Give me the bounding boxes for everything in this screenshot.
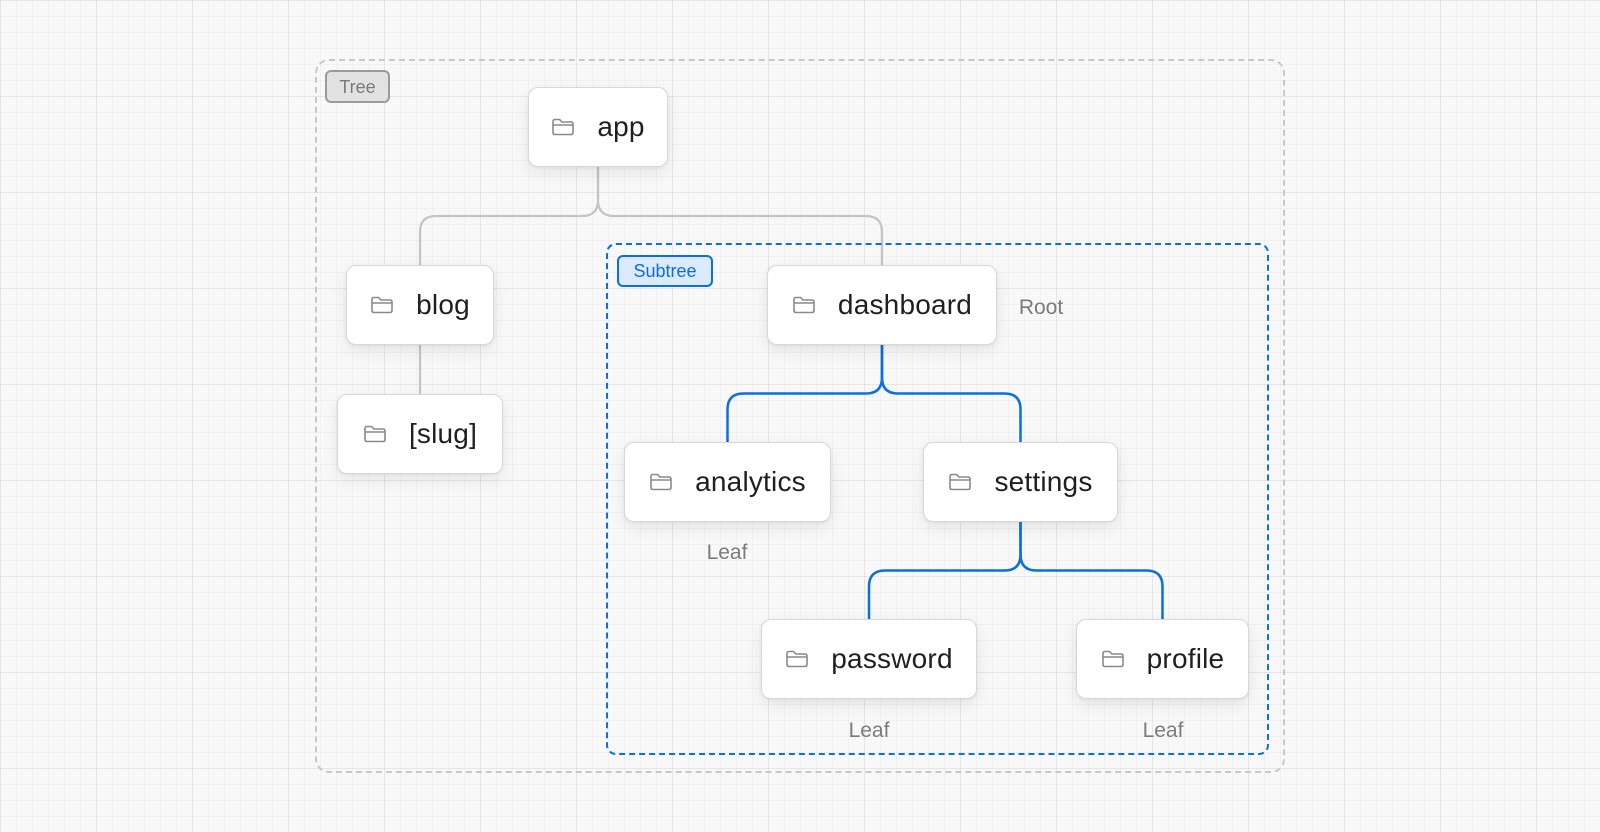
folder-node-analytics[interactable]: analytics [624, 442, 831, 522]
folder-node-blog[interactable]: blog [346, 265, 494, 345]
folder-icon [948, 472, 972, 492]
tree-region [315, 59, 1285, 773]
leaf-annotation-profile: Leaf [1142, 719, 1184, 742]
tree-region-label: Tree [325, 70, 390, 103]
folder-node-label: settings [994, 466, 1093, 497]
folder-node-label: analytics [695, 466, 806, 497]
folder-node-slug[interactable]: [slug] [337, 394, 503, 474]
folder-node-label: dashboard [837, 289, 973, 320]
folder-node-dashboard[interactable]: dashboard [767, 265, 997, 345]
root-annotation: Root [1018, 296, 1064, 319]
subtree-region-label: Subtree [617, 255, 713, 287]
folder-icon [551, 117, 575, 137]
leaf-annotation-analytics: Leaf [706, 541, 748, 564]
folder-node-label: [slug] [408, 418, 478, 449]
folder-node-password[interactable]: password [761, 619, 977, 699]
folder-node-label: password [831, 643, 953, 674]
folder-node-label: profile [1146, 643, 1225, 674]
folder-icon [649, 472, 673, 492]
folder-node-label: app [597, 111, 645, 142]
subtree-region [606, 243, 1269, 755]
folder-node-settings[interactable]: settings [923, 442, 1118, 522]
folder-icon [363, 424, 387, 444]
folder-node-label: blog [416, 289, 470, 320]
folder-node-app[interactable]: app [528, 87, 668, 167]
folder-icon [792, 295, 816, 315]
leaf-annotation-password: Leaf [848, 719, 890, 742]
folder-icon [1101, 649, 1125, 669]
folder-icon [370, 295, 394, 315]
folder-node-profile[interactable]: profile [1076, 619, 1249, 699]
folder-icon [785, 649, 809, 669]
